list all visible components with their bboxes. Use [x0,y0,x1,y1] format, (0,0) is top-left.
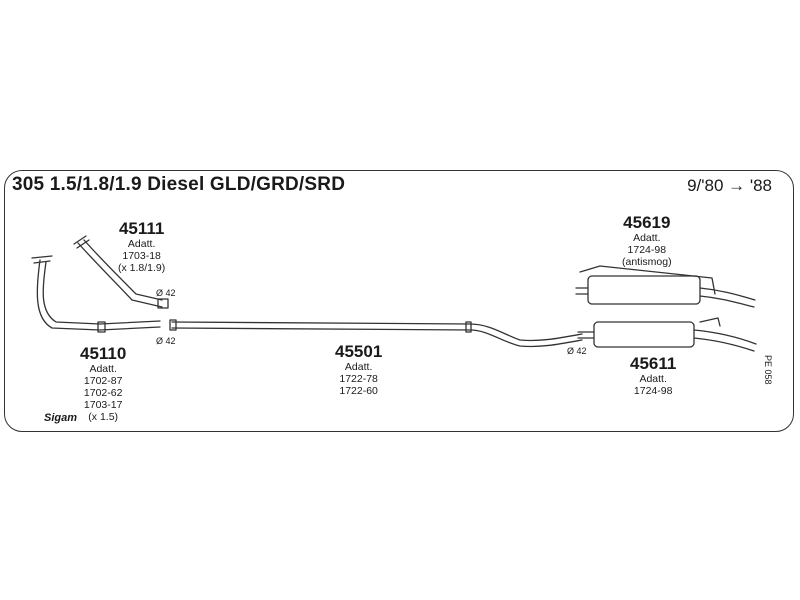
part-note: 1724-98 [633,385,673,397]
part-note: 1703-18 [122,250,161,262]
silencer-45611-outlet [699,317,721,327]
diameter-45611: Ø 42 [567,346,587,356]
part-note: 1703-17 [83,399,123,411]
part-note: Adatt. [344,361,373,373]
diameter-45110: Ø 42 [156,336,176,346]
part-number: 45619 [623,213,671,232]
part-note: (antismog) [622,256,672,268]
front-pipe-clamp [97,321,106,333]
part-number: 45501 [335,342,383,361]
middle-pipe-joint [465,321,472,333]
part-note: Adatt. [639,373,667,385]
part-note: Adatt. [633,232,661,244]
silencer-45611-body [593,321,695,348]
part-number: 45111 [118,219,165,238]
down-pipe-45111-inner [83,239,163,301]
silencer-45619-tail [699,287,756,308]
middle-pipe-45501 [171,321,583,342]
silencer-45619-shield [579,265,716,295]
part-note: Adatt. [89,363,117,375]
part-note: Adatt. [127,238,156,250]
part-number: 45611 [630,354,677,373]
part-45611: 45611 Adatt. 1724-98 [630,354,677,398]
part-note: 1722-60 [339,385,378,397]
part-note: 1724-98 [627,244,667,256]
front-pipe-45110-inner [42,261,161,325]
part-note: (x 1.8/1.9) [118,262,166,274]
silencer-45611-tail [693,329,757,352]
diameter-45111: Ø 42 [156,288,176,298]
middle-pipe-45501-inner [171,327,583,348]
silencer-45611-inlet [577,331,595,339]
down-pipe-end [157,298,169,309]
page-title: 305 1.5/1.8/1.9 Diesel GLD/GRD/SRD [12,174,346,195]
silencer-45619-inlet [575,287,589,295]
part-note: 1722-78 [339,373,378,385]
year-range: 9/'80 → '88 [687,176,772,195]
middle-pipe-start [169,319,177,331]
part-45501: 45501 Adatt. 1722-78 1722-60 [335,342,383,398]
part-45619: 45619 Adatt. 1724-98 (antismog) [622,213,672,269]
part-note: 1702-87 [83,375,123,387]
part-45111: 45111 Adatt. 1703-18 (x 1.8/1.9) [118,219,166,275]
part-number: 45110 [80,344,127,363]
down-pipe-45111 [77,242,163,308]
front-pipe-flange [31,255,53,264]
reference-code: PE 058 [763,355,773,385]
front-pipe-45110 [36,259,161,331]
diagram-frame [4,170,794,432]
part-45110: 45110 Adatt. 1702-87 1702-62 1703-17 (x … [80,344,127,424]
brand-logo: Sigam [44,412,78,424]
part-note: 1702-62 [83,387,123,399]
silencer-45619-body [587,275,701,305]
part-note: (x 1.5) [88,411,119,423]
down-pipe-flange [73,235,90,249]
